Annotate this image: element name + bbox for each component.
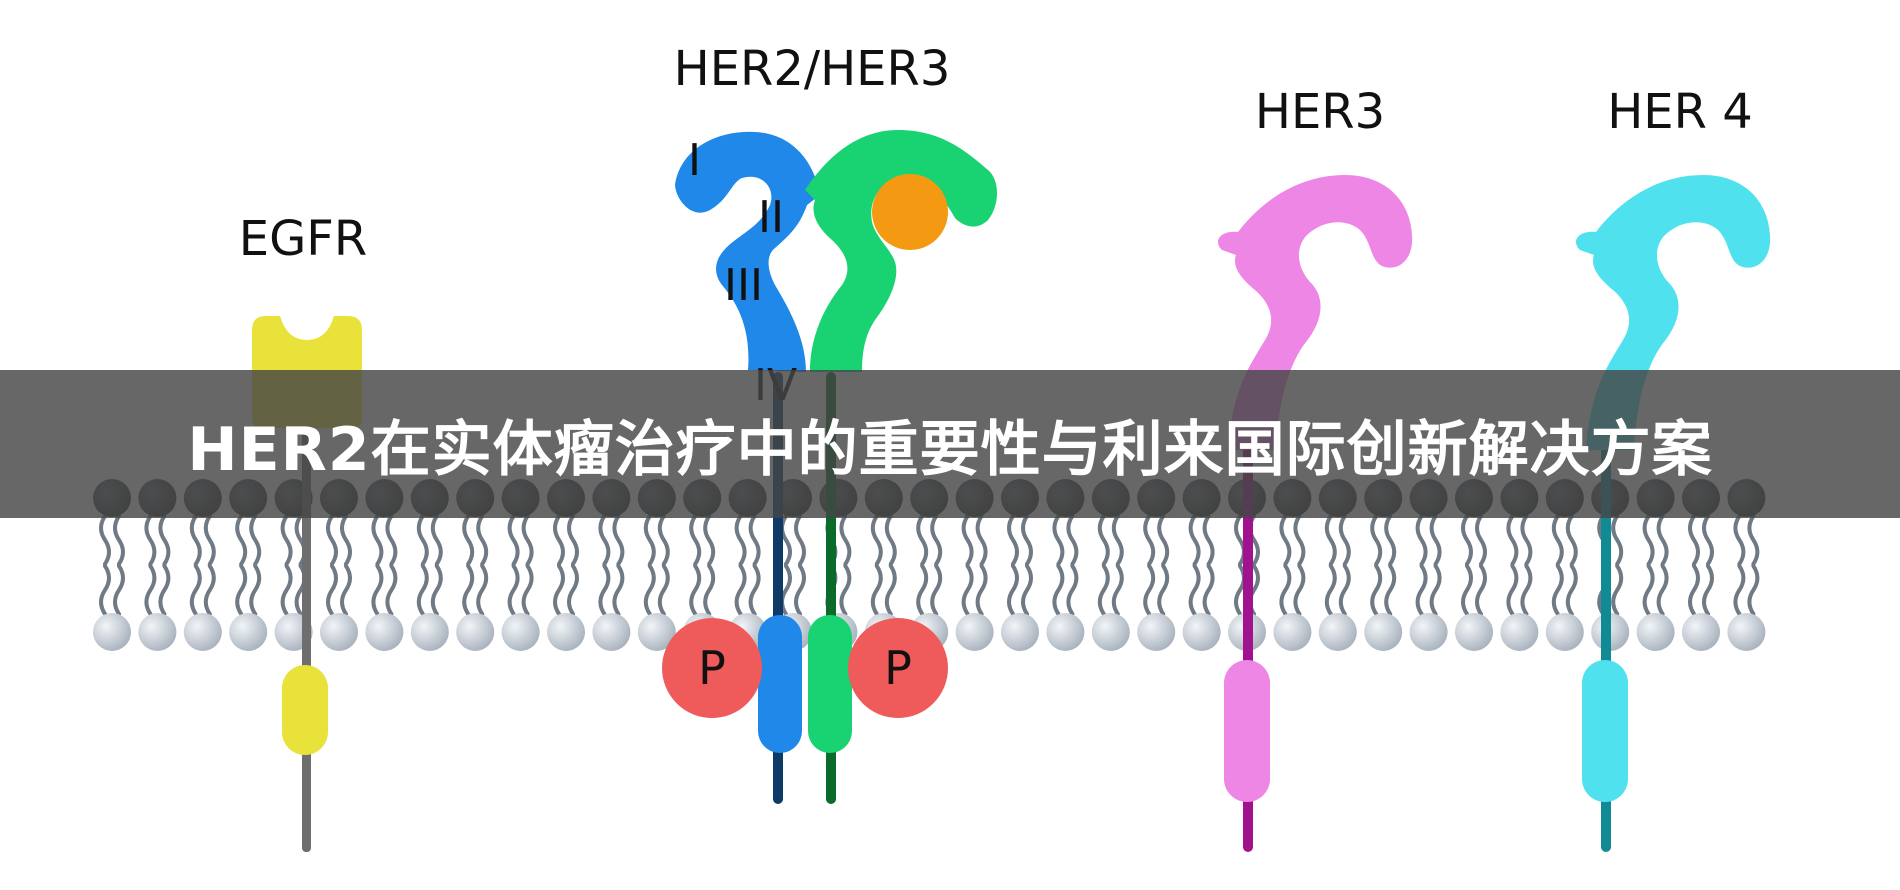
her3-dimer-kinase-domain (808, 615, 852, 753)
lipid-head-inner (1046, 613, 1085, 651)
phosphate-left-label: P (698, 641, 726, 695)
lipid-tails (462, 514, 489, 616)
lipid-tails (1461, 514, 1487, 616)
lipid-tails (553, 514, 579, 616)
lipid-head-inner (1091, 613, 1130, 651)
lipid-head-inner (1409, 613, 1448, 651)
lipid-tails (144, 514, 171, 616)
phosphate-right-label: P (884, 641, 912, 695)
lipid-head-inner (1682, 613, 1720, 651)
lipid-tails (1007, 514, 1033, 616)
lipid-tails (1688, 514, 1714, 616)
lipid-tails (1097, 514, 1124, 616)
lipid-tails (1370, 514, 1397, 616)
lipid-tails (416, 514, 443, 616)
her3-dimer-extracellular-domain (805, 130, 997, 372)
her2-her3-label: HER2/HER3 (674, 41, 951, 97)
lipid-tails (1188, 514, 1215, 616)
domain-label-2: II (758, 192, 784, 243)
lipid-tails (1506, 514, 1533, 616)
lipid-tails (1279, 514, 1306, 616)
lipid-head-inner (1318, 613, 1357, 651)
lipid-head-inner (1636, 613, 1675, 651)
lipid-head-inner (1364, 613, 1403, 651)
lipid-tails (689, 514, 716, 616)
her3-label: HER3 (1255, 84, 1385, 140)
title-banner: HER2在实体瘤治疗中的重要性与利来国际创新解决方案 (0, 370, 1900, 518)
lipid-tails (870, 514, 897, 616)
lipid-tails (99, 514, 125, 616)
domain-label-1: I (688, 135, 701, 186)
lipid-tails (1642, 514, 1669, 616)
lipid-tails (189, 514, 216, 616)
lipid-tails (235, 514, 262, 616)
lipid-tails (1415, 514, 1442, 616)
banner-title: HER2在实体瘤治疗中的重要性与利来国际创新解决方案 (187, 414, 1713, 485)
lipid-tails (326, 514, 352, 616)
egfr-receptor: EGFR (239, 211, 367, 852)
lipid-head-inner (547, 613, 585, 651)
her2-her3-dimer: HER2/HER3 I II III IV P P (662, 41, 997, 804)
lipid-head-inner (1727, 613, 1766, 651)
lipid-tails (371, 514, 398, 616)
lipid-tails (280, 514, 307, 616)
lipid-tails (961, 514, 988, 616)
lipid-head-inner (1182, 613, 1221, 651)
lipid-head-inner (1455, 613, 1493, 651)
lipid-head-inner (1500, 613, 1539, 651)
her3-kinase-domain (1224, 660, 1270, 802)
ligand-molecule (872, 174, 948, 250)
lipid-head-inner (93, 613, 131, 651)
her2-kinase-domain (758, 615, 802, 753)
lipid-head-inner (955, 613, 994, 651)
lipid-head-inner (183, 613, 222, 651)
lipid-head-inner (1273, 613, 1312, 651)
lipid-tails (1551, 514, 1578, 616)
lipid-tails (734, 514, 761, 616)
lipid-head-inner (1137, 613, 1176, 651)
phosphate-left (662, 618, 762, 718)
lipid-tails (1052, 514, 1079, 616)
lipid-tails (643, 514, 670, 616)
lipid-tails (780, 514, 806, 616)
lipid-tails (916, 514, 943, 616)
lipid-tails (1324, 514, 1351, 616)
lipid-head-inner (365, 613, 404, 651)
lipid-tails (1234, 514, 1260, 616)
lipid-head-inner (456, 613, 495, 651)
lipid-tails (507, 514, 534, 616)
her2-extracellular-domain (675, 131, 820, 372)
lipid-head-inner (320, 613, 358, 651)
her4-kinase-domain (1582, 660, 1628, 802)
lipid-head-inner (1001, 613, 1039, 651)
lipid-head-inner (637, 613, 676, 651)
lipid-head-inner (592, 613, 631, 651)
domain-label-3: III (724, 260, 763, 311)
egfr-kinase-domain (282, 665, 328, 755)
lipid-head-inner (410, 613, 449, 651)
lipid-head-inner (1545, 613, 1584, 651)
lipid-tails (1733, 514, 1760, 616)
her4-label: HER 4 (1607, 84, 1753, 140)
lipid-tails (1143, 514, 1170, 616)
lipid-head-inner (229, 613, 268, 651)
lipid-tails (598, 514, 625, 616)
lipid-head-inner (138, 613, 177, 651)
egfr-label: EGFR (239, 211, 367, 267)
lipid-head-inner (501, 613, 540, 651)
phosphate-right (848, 618, 948, 718)
